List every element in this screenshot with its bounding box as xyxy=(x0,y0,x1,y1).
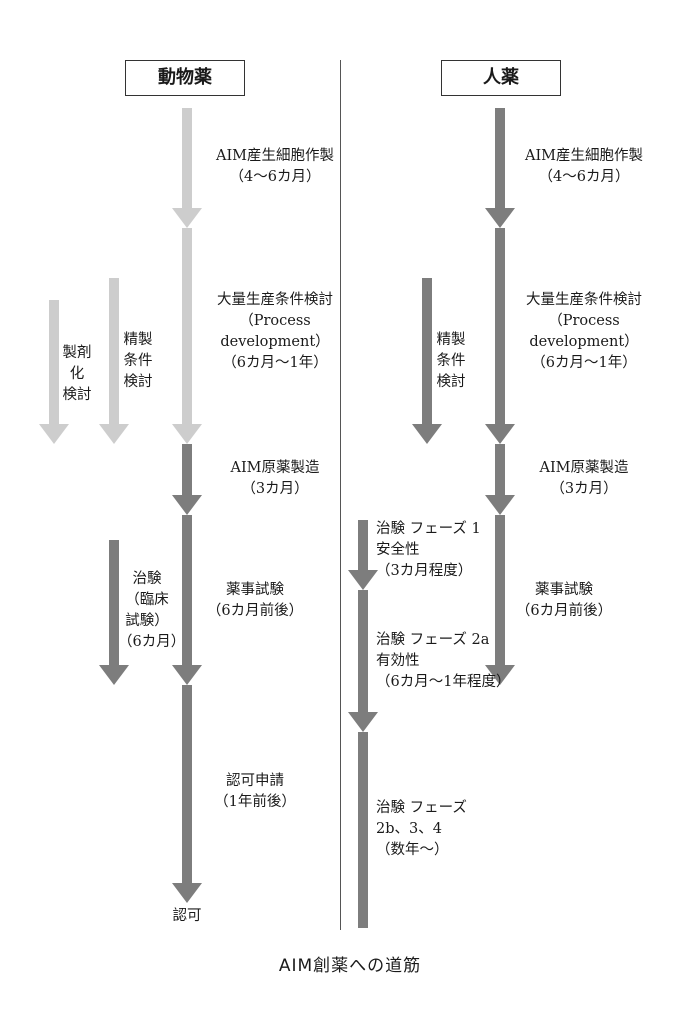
bar-human-phase2b-3-4 xyxy=(358,732,368,928)
label-animal-api-manufacturing: AIM原薬製造 （3カ月） xyxy=(230,460,320,497)
arrow-human-process-development xyxy=(485,228,515,444)
arrow-animal-process-development xyxy=(172,228,202,444)
arrow-human-api-manufacturing xyxy=(485,444,515,515)
header-animal-drug: 動物薬 xyxy=(125,60,245,96)
arrow-animal-regulatory-test xyxy=(172,515,202,685)
label-animal-process-development: 大量生産条件検討 （Process development） （6カ月〜1年） xyxy=(217,292,333,371)
label-human-phase2b-3-4: 治験 フェーズ 2b、3、4 （数年〜） xyxy=(376,800,467,858)
arrow-human-phase2a xyxy=(348,590,378,732)
arrow-animal-cell-line xyxy=(172,108,202,228)
label-animal-cell-line: AIM産生細胞作製 （4〜6カ月） xyxy=(215,148,335,185)
label-human-phase1: 治験 フェーズ 1 安全性 （3カ月程度） xyxy=(376,521,481,579)
arrow-human-phase1 xyxy=(348,520,378,590)
label-animal-regulatory-test: 薬事試験 （6カ月前後） xyxy=(206,582,304,619)
label-human-regulatory-test: 薬事試験 （6カ月前後） xyxy=(515,582,613,619)
label-animal-clinical-trial: 治験 （臨床 試験） （6カ月） xyxy=(118,571,186,650)
label-animal-purification: 精製 条件 検討 xyxy=(123,332,153,390)
header-human-drug: 人薬 xyxy=(441,60,561,96)
arrow-human-purification xyxy=(412,278,442,444)
label-animal-approval-application: 認可申請 （1年前後） xyxy=(214,773,296,810)
label-animal-formulation: 製剤 化 検討 xyxy=(62,345,92,403)
arrow-animal-approval-application xyxy=(172,685,202,903)
label-human-phase2a: 治験 フェーズ 2a 有効性 （6カ月〜1年程度） xyxy=(376,632,511,690)
arrow-animal-clinical-trial xyxy=(99,540,129,685)
label-human-cell-line: AIM産生細胞作製 （4〜6カ月） xyxy=(524,148,644,185)
arrow-human-regulatory-test xyxy=(485,515,515,685)
arrow-animal-formulation xyxy=(39,300,69,444)
label-human-process-development: 大量生産条件検討 （Process development） （6カ月〜1年） xyxy=(526,292,642,371)
column-divider xyxy=(340,60,341,930)
label-human-purification: 精製 条件 検討 xyxy=(436,332,466,390)
arrow-human-cell-line xyxy=(485,108,515,228)
label-human-api-manufacturing: AIM原薬製造 （3カ月） xyxy=(539,460,629,497)
arrow-animal-api-manufacturing xyxy=(172,444,202,515)
label-animal-approval: 認可 xyxy=(172,908,202,924)
arrow-animal-purification xyxy=(99,278,129,444)
diagram-caption: AIM創薬への道筋 xyxy=(278,956,422,976)
